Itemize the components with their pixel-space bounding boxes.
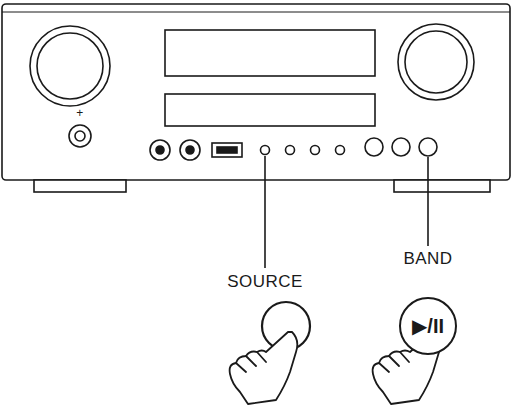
button-symbol: ▶/II (412, 314, 444, 338)
play-pause-button: ▶/II (399, 297, 457, 355)
button-label: SOURCE (227, 272, 303, 292)
button-label: BAND (403, 249, 452, 269)
jack-mark: + (76, 106, 84, 120)
